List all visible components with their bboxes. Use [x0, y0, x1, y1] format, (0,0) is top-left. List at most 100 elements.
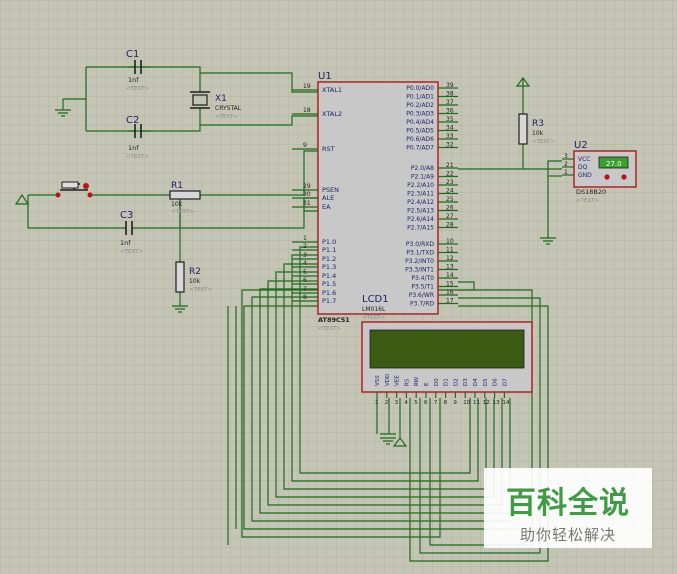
u1-pin-label: P3.6/WR — [409, 292, 434, 299]
u1-pin-label: P2.4/A12 — [407, 199, 434, 206]
u1-part: AT89C51 — [318, 316, 350, 324]
u1-pin-number: 38 — [446, 91, 454, 98]
lcd-pin-number: 8 — [444, 400, 448, 406]
u2-pin-label: DQ — [578, 164, 588, 171]
c1-value: 1nf — [128, 76, 139, 84]
u1-pin-label: P0.6/AD6 — [406, 136, 434, 143]
x1-ref: X1 — [215, 94, 227, 104]
lcd-pin-number: 3 — [395, 400, 399, 406]
lcd1-ref: LCD1 — [362, 294, 389, 305]
resistor-r1[interactable]: R1 10k <TEXT> — [169, 181, 201, 215]
capacitor-c2[interactable]: C2 1nf <TEXT> — [126, 115, 150, 160]
r2-text: <TEXT> — [189, 287, 212, 293]
u1-pin-label: P0.7/AD7 — [406, 145, 434, 152]
u1-pin-number: 34 — [446, 125, 454, 132]
lcd1-text: <TEXT> — [362, 315, 385, 321]
lcd-pin-number: 12 — [483, 400, 490, 406]
lcd-pin-number: 11 — [473, 400, 480, 406]
lcd-pin-number: 5 — [414, 400, 418, 406]
u1-pin-number: 9 — [303, 142, 307, 149]
lcd-pin-number: 10 — [463, 400, 470, 406]
lcd-pin-number: 9 — [453, 400, 457, 406]
r1-ref: R1 — [171, 181, 183, 191]
u1-text: <TEXT> — [318, 326, 341, 332]
u1-pin-label: P3.0/RXD — [406, 241, 434, 248]
u1-pin-label: P0.5/AD5 — [406, 128, 434, 135]
lcd-pin-number: 13 — [493, 400, 500, 406]
lcd-pin-label: D0 — [434, 378, 440, 386]
u1-pin-number: 32 — [446, 142, 454, 149]
capacitor-c3[interactable]: C3 1nf <TEXT> — [120, 210, 143, 255]
ground-symbol — [380, 437, 396, 445]
r1-text: <TEXT> — [171, 209, 194, 215]
u1-pin-label: P1.0 — [322, 238, 336, 246]
u1-pin-number: 33 — [446, 133, 454, 140]
u2-down-button[interactable] — [604, 174, 610, 180]
u1-pin-number: 35 — [446, 116, 454, 123]
ground-symbol — [172, 305, 188, 313]
u1-pin-number: 7 — [303, 286, 307, 293]
reset-pushbutton[interactable] — [55, 181, 93, 198]
u1-pin-label: P0.3/AD3 — [406, 111, 434, 118]
c3-value: 1nf — [120, 239, 131, 247]
lcd-pin-label: D1 — [444, 378, 450, 386]
u2-ref: U2 — [574, 140, 588, 151]
u2-display-value: 27.0 — [606, 160, 622, 168]
lcd-pin-label: VEE — [395, 375, 401, 386]
u1-pin-label: P2.7/A15 — [407, 225, 434, 232]
u2-text: <TEXT> — [576, 198, 599, 204]
u1-pin-label: PSEN — [322, 186, 339, 194]
power-arrow-icon — [14, 193, 30, 205]
u1-pin-number: 4 — [303, 260, 307, 267]
resistor-r2[interactable]: R2 10k <TEXT> — [175, 261, 212, 293]
crystal-x1[interactable]: X1 CRYSTAL <TEXT> — [190, 73, 242, 125]
u1-pin-number: 13 — [446, 264, 454, 271]
u1-pin-label: P0.2/AD2 — [406, 102, 434, 109]
u1-pin-number: 21 — [446, 162, 454, 169]
u1-pin-label: P3.3/INT1 — [405, 267, 434, 274]
lcd-module-lcd1[interactable]: LCD1 LM016L <TEXT> VSS1VDD2VEE3RS4RW5E6D… — [361, 294, 533, 406]
u1-pin-label: P2.5/A13 — [407, 208, 434, 215]
u1-pin-label: P0.0/AD0 — [406, 85, 434, 92]
lcd-pin-number: 4 — [404, 400, 408, 406]
u1-pin-number: 17 — [446, 298, 454, 305]
u1-pin-label: RST — [322, 145, 335, 153]
u1-pin-number: 14 — [446, 272, 454, 279]
u1-pin-number: 37 — [446, 99, 454, 106]
c2-value: 1nf — [128, 144, 139, 152]
lcd-pin-label: D2 — [453, 378, 459, 386]
lcd-pin-number: 1 — [375, 400, 379, 406]
u1-pin-number: 36 — [446, 108, 454, 115]
resistor-r3[interactable]: R3 10k <TEXT> — [518, 113, 555, 145]
u1-pin-number: 1 — [303, 235, 307, 242]
lcd-pin-number: 7 — [434, 400, 438, 406]
u1-pin-label: P2.3/A11 — [407, 191, 434, 198]
lcd-pin-label: VDD — [385, 374, 391, 386]
lcd-pin-label: D3 — [463, 378, 469, 386]
lcd1-part: LM016L — [362, 306, 386, 313]
capacitor-c1[interactable]: C1 1nf <TEXT> — [126, 49, 150, 92]
u1-right-pins: 39P0.0/AD038P0.1/AD137P0.2/AD236P0.3/AD3… — [405, 82, 458, 308]
u2-up-button[interactable] — [621, 174, 627, 180]
u1-pin-number: 12 — [446, 255, 454, 262]
lcd-pin-number: 6 — [424, 400, 428, 406]
u1-pin-label: P3.7/RD — [410, 301, 434, 308]
u1-pin-number: 8 — [303, 294, 307, 301]
u2-pin-number: 3 — [564, 153, 568, 160]
x1-text: <TEXT> — [215, 114, 238, 120]
r1-value: 10k — [171, 201, 183, 208]
u1-pin-number: 15 — [446, 281, 454, 288]
u1-pin-number: 30 — [303, 191, 311, 198]
lcd-pins: VSS1VDD2VEE3RS4RW5E6D07D18D29D310D411D51… — [375, 374, 510, 406]
u1-pin-number: 11 — [446, 247, 454, 254]
lcd-pin-number: 2 — [385, 400, 389, 406]
u1-pin-number: 29 — [303, 183, 311, 190]
u1-pin-number: 19 — [303, 83, 311, 90]
u1-pin-label: P1.1 — [322, 246, 336, 254]
u1-pin-number: 5 — [303, 269, 307, 276]
c3-ref: C3 — [120, 210, 133, 221]
